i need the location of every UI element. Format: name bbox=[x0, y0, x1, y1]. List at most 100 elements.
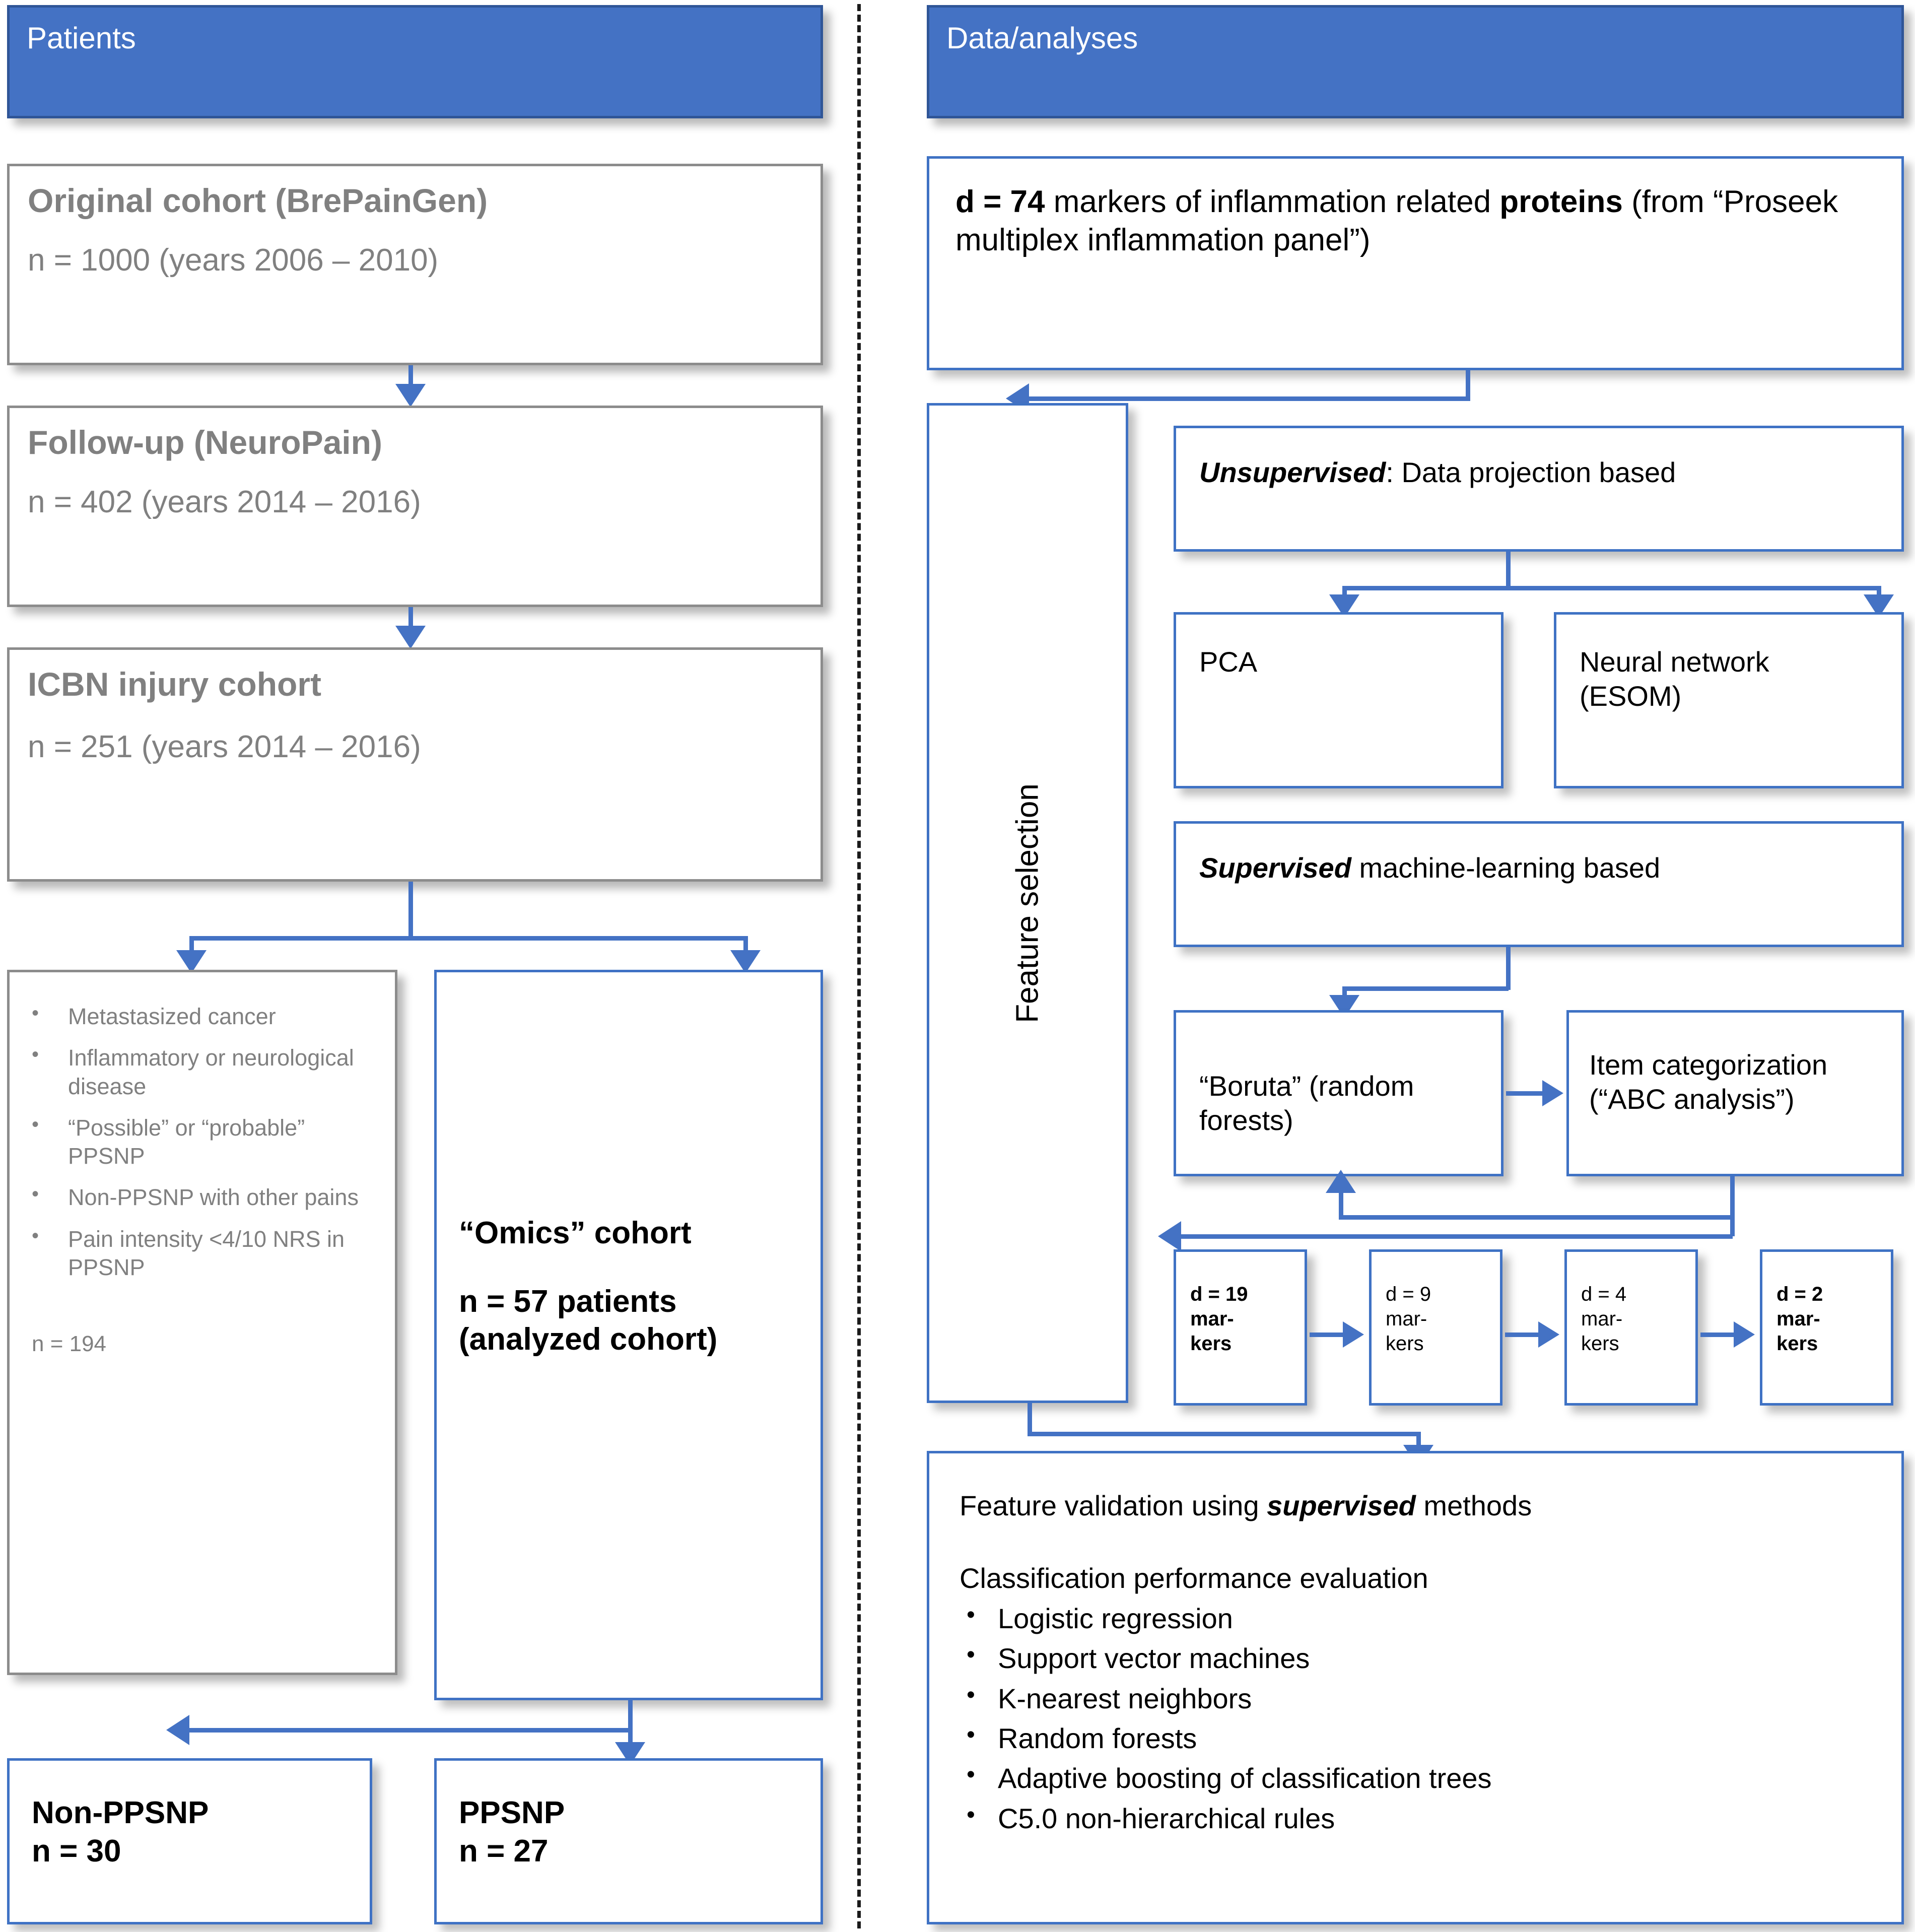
data-analyses-header-label: Data/analyses bbox=[946, 21, 1138, 55]
markers-74-bold2: proteins bbox=[1499, 184, 1623, 219]
list-item: Support vector machines bbox=[960, 1640, 1871, 1676]
box-unsupervised: Unsupervised: Data projection based bbox=[1174, 426, 1904, 552]
supervised-rest: machine-learning based bbox=[1351, 852, 1661, 884]
connector-d19-to-d9 bbox=[1310, 1333, 1346, 1337]
box-non-ppsnp: Non-PPSNP n = 30 bbox=[7, 1758, 372, 1924]
list-item: Logistic regression bbox=[960, 1600, 1871, 1636]
markers-4-text: d = 4 mar-kers bbox=[1581, 1282, 1686, 1356]
arrowhead-d9-to-d4 bbox=[1538, 1321, 1559, 1348]
connector-d4-to-d2 bbox=[1700, 1333, 1737, 1337]
box-supervised: Supervised machine-learning based bbox=[1174, 821, 1904, 947]
markers-4-tail: mar-kers bbox=[1581, 1307, 1623, 1355]
original-cohort-title: Original cohort (BrePainGen) bbox=[28, 182, 488, 219]
connector-markers-stem bbox=[1466, 370, 1470, 401]
connector-supervised-bar bbox=[1342, 986, 1509, 991]
validation-line1-bold: supervised bbox=[1267, 1490, 1416, 1521]
supervised-bold: Supervised bbox=[1199, 852, 1351, 884]
supervised-text: Supervised machine-learning based bbox=[1199, 851, 1878, 885]
box-pca: PCA bbox=[1174, 612, 1503, 788]
markers-9-tail: mar-kers bbox=[1386, 1307, 1427, 1355]
connector-omics-bar bbox=[189, 1728, 632, 1733]
box-item-categorization: Item categorization (“ABC analysis”) bbox=[1566, 1010, 1904, 1176]
box-neural-network: Neural network (ESOM) bbox=[1554, 612, 1904, 788]
connector-item-feedback-up bbox=[1339, 1193, 1343, 1218]
connector-icbn-right-drop bbox=[743, 936, 748, 957]
markers-74-rest2: (from “Proseek multiplex inflammation pa… bbox=[955, 184, 1838, 257]
patients-header: Patients bbox=[7, 5, 823, 118]
exclusions-count: n = 194 bbox=[32, 1331, 107, 1356]
follow-up-title: Follow-up (NeuroPain) bbox=[28, 424, 382, 461]
validation-line1: Feature validation using supervised meth… bbox=[960, 1489, 1871, 1523]
arrowhead-original-to-followup bbox=[395, 384, 426, 407]
connector-omics-stem bbox=[628, 1700, 633, 1729]
pca-label: PCA bbox=[1199, 646, 1258, 678]
panel-divider bbox=[857, 4, 861, 1928]
omics-title: “Omics” cohort bbox=[459, 1216, 692, 1250]
markers-19-text: d = 19 mar-kers bbox=[1190, 1282, 1295, 1356]
connector-item-feedback-bar bbox=[1339, 1215, 1734, 1220]
arrowhead-d4-to-d2 bbox=[1734, 1321, 1755, 1348]
box-original-cohort: Original cohort (BrePainGen) n = 1000 (y… bbox=[7, 164, 823, 365]
connector-unsup-left-drop bbox=[1342, 586, 1347, 601]
follow-up-detail: n = 402 (years 2014 – 2016) bbox=[28, 484, 421, 519]
box-exclusion-criteria: Metastasized cancer Inflammatory or neur… bbox=[7, 970, 397, 1675]
connector-omics-right-drop bbox=[628, 1728, 633, 1749]
markers-74-lead: d = 74 bbox=[955, 184, 1045, 219]
connector-supervised-drop bbox=[1342, 986, 1347, 1001]
ppsnp-detail: n = 27 bbox=[459, 1833, 549, 1869]
box-markers-74: d = 74 markers of inflammation related p… bbox=[927, 156, 1904, 370]
connector-unsup-right-drop bbox=[1877, 586, 1881, 601]
markers-2-text: d = 2 mar-kers bbox=[1776, 1282, 1882, 1356]
patients-header-label: Patients bbox=[27, 21, 136, 55]
connector-icbn-left-drop bbox=[189, 936, 194, 957]
validation-line1-a: Feature validation using bbox=[960, 1490, 1267, 1521]
validation-line2: Classification performance evaluation bbox=[960, 1562, 1428, 1594]
list-item: Adaptive boosting of classification tree… bbox=[960, 1760, 1871, 1795]
list-item: Random forests bbox=[960, 1720, 1871, 1756]
markers-9-head: d = 9 bbox=[1386, 1283, 1431, 1305]
arrowhead-boruta-to-item bbox=[1542, 1080, 1563, 1106]
arrowhead-item-feedback-to-boruta bbox=[1326, 1170, 1356, 1193]
unsupervised-rest: : Data projection based bbox=[1386, 456, 1676, 488]
list-item: Non-PPSNP with other pains bbox=[20, 1181, 385, 1212]
boruta-label: “Boruta” (random forests) bbox=[1199, 1070, 1414, 1137]
box-feature-selection: Feature selection bbox=[927, 403, 1128, 1403]
markers-19-tail: mar-kers bbox=[1190, 1307, 1234, 1355]
box-markers-4: d = 4 mar-kers bbox=[1564, 1249, 1698, 1406]
list-item: Pain intensity <4/10 NRS in PPSNP bbox=[20, 1223, 385, 1282]
box-boruta: “Boruta” (random forests) bbox=[1174, 1010, 1503, 1176]
connector-item-feedback-down bbox=[1730, 1176, 1735, 1219]
markers-2-tail: mar-kers bbox=[1776, 1307, 1820, 1355]
validation-method-list: Logistic regression Support vector machi… bbox=[960, 1600, 1871, 1836]
feature-selection-label: Feature selection bbox=[1010, 783, 1045, 1023]
neural-network-label: Neural network (ESOM) bbox=[1580, 646, 1769, 712]
box-markers-2: d = 2 mar-kers bbox=[1760, 1249, 1893, 1406]
box-icbn-cohort: ICBN injury cohort n = 251 (years 2014 –… bbox=[7, 647, 823, 882]
box-markers-19: d = 19 mar-kers bbox=[1174, 1249, 1307, 1406]
connector-icbn-bar bbox=[189, 936, 746, 941]
list-item: K-nearest neighbors bbox=[960, 1680, 1871, 1716]
icbn-title: ICBN injury cohort bbox=[28, 665, 322, 703]
omics-detail: n = 57 patients (analyzed cohort) bbox=[459, 1284, 718, 1357]
connector-unsupervised-bar bbox=[1342, 586, 1879, 590]
box-markers-9: d = 9 mar-kers bbox=[1369, 1249, 1502, 1406]
arrowhead-icbn-to-exclusions bbox=[176, 950, 207, 973]
connector-d9-to-d4 bbox=[1505, 1333, 1541, 1337]
connector-supervised-stem bbox=[1506, 947, 1511, 990]
list-item: “Possible” or “probable” PPSNP bbox=[20, 1112, 385, 1171]
arrowhead-chain-entry-to-d19 bbox=[1158, 1221, 1181, 1251]
connector-chain-entry-bar bbox=[1181, 1234, 1733, 1239]
unsupervised-bold: Unsupervised bbox=[1199, 456, 1386, 488]
box-ppsnp: PPSNP n = 27 bbox=[434, 1758, 823, 1924]
connector-unsupervised-stem bbox=[1506, 552, 1511, 589]
list-item: Inflammatory or neurological disease bbox=[20, 1042, 385, 1101]
markers-2-head: d = 2 bbox=[1776, 1283, 1823, 1305]
non-ppsnp-title: Non-PPSNP bbox=[32, 1795, 209, 1830]
arrowhead-d19-to-d9 bbox=[1343, 1321, 1364, 1348]
connector-markers-bar bbox=[1029, 396, 1470, 401]
markers-74-text: d = 74 markers of inflammation related p… bbox=[955, 183, 1875, 259]
arrowhead-omics-to-non-ppsnp bbox=[166, 1715, 189, 1745]
arrowhead-icbn-to-omics bbox=[730, 950, 761, 973]
box-follow-up: Follow-up (NeuroPain) n = 402 (years 201… bbox=[7, 406, 823, 607]
